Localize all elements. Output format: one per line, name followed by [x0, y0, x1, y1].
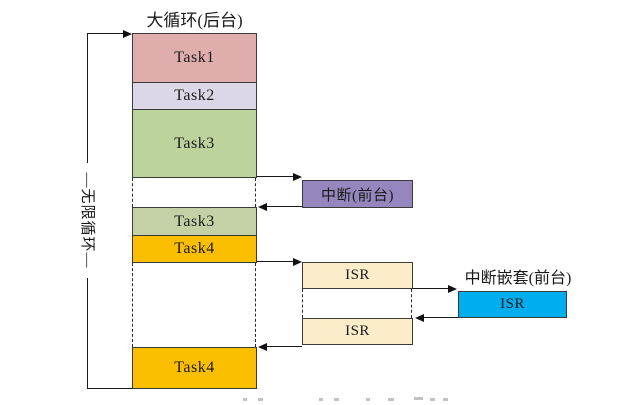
interrupt-enter-line	[257, 176, 294, 177]
nested-enter-line	[413, 288, 449, 289]
isr-return-line	[266, 346, 302, 347]
task1-box: Task1	[132, 33, 257, 83]
isr-enter-arrowhead-icon	[293, 258, 302, 266]
task3-resume-label: Task3	[174, 212, 215, 230]
task3-label: Task3	[174, 134, 215, 152]
nested-interrupt-title: 中断嵌套(前台)	[464, 270, 572, 287]
task2-box: Task2	[132, 82, 257, 110]
loop-left-line-upper	[87, 33, 88, 163]
isr-gap-dashed-right	[411, 289, 412, 318]
task4-resume-label: Task4	[174, 359, 215, 376]
isr-enter-line	[257, 261, 294, 262]
isr-gap-dashed-left	[302, 289, 303, 318]
loop-arrowhead-icon	[123, 30, 132, 38]
isr-resume-label: ISR	[345, 323, 370, 339]
gap2-dashed-left	[132, 263, 133, 347]
interrupt-return-line	[266, 206, 302, 207]
loop-left-line-lower	[87, 278, 88, 389]
gap2-dashed-right	[255, 263, 256, 347]
isr-return-arrowhead-icon	[258, 343, 267, 351]
isr-box-first: ISR	[302, 262, 413, 289]
task3-resume-box: Task3	[132, 207, 257, 236]
nested-enter-arrowhead-icon	[448, 285, 457, 293]
gap1-dashed-left	[132, 178, 133, 207]
task2-label: Task2	[174, 87, 215, 104]
interrupt-box: 中断(前台)	[302, 180, 413, 208]
task4-box: Task4	[132, 235, 257, 263]
isr-first-label: ISR	[345, 267, 370, 283]
nested-isr-label: ISR	[500, 296, 525, 312]
task3-box: Task3	[132, 109, 257, 178]
loop-bottom-line	[87, 388, 133, 389]
task4-label: Task4	[174, 240, 215, 257]
interrupt-box-label: 中断(前台)	[321, 187, 394, 204]
background-loop-title: 大循环(后台)	[146, 11, 243, 30]
task4-resume-box: Task4	[132, 347, 257, 389]
interrupt-return-arrowhead-icon	[258, 203, 267, 211]
isr-box-resume: ISR	[302, 318, 413, 345]
nested-return-line	[423, 317, 458, 318]
infinite-loop-label: —无限循环—	[79, 172, 95, 269]
nested-isr-box: ISR	[458, 291, 567, 318]
task1-label: Task1	[174, 49, 215, 66]
nested-return-arrowhead-icon	[415, 314, 424, 322]
interrupt-enter-arrowhead-icon	[293, 173, 302, 181]
loop-top-line	[87, 33, 124, 34]
gap1-dashed-right	[255, 178, 256, 207]
